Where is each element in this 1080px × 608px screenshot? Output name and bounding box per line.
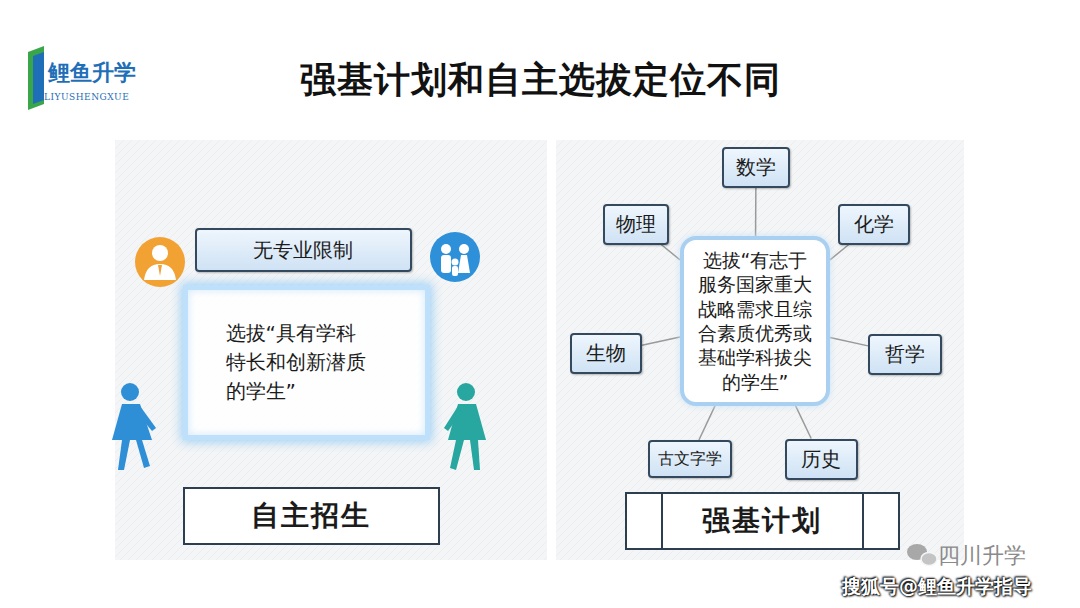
subject-box: 数学 <box>722 147 790 188</box>
connector-line <box>661 245 680 260</box>
right-panel <box>556 140 964 560</box>
family-icon <box>430 232 480 282</box>
slide-title: 强基计划和自主选拔定位不同 <box>0 56 1080 105</box>
node-text: 历史 <box>801 446 841 473</box>
logo-text: 鲤鱼升学 <box>48 58 136 88</box>
node-text: 强基计划 <box>702 502 822 540</box>
wechat-icon <box>907 544 937 566</box>
node-text: 数学 <box>736 154 776 181</box>
connector-line <box>830 338 868 346</box>
subject-box: 古文字学 <box>648 440 732 478</box>
node-text: 选拔“有志于服务国家重大战略需求且综合素质优秀或基础学科拔尖的学生” <box>695 248 815 394</box>
node-text: 选拔“具有学科特长和创新潜质的学生” <box>226 319 372 406</box>
watermark: 搜狐号@鲤鱼升学指导 <box>842 574 1032 600</box>
node-text: 自主招生 <box>251 497 371 535</box>
logo-mark <box>28 46 44 110</box>
subject-box: 化学 <box>838 204 910 245</box>
node-text: 物理 <box>616 211 656 238</box>
node-text: 生物 <box>586 340 626 367</box>
connector-line <box>755 188 757 237</box>
subject-box: 历史 <box>785 439 858 480</box>
subject-box: 物理 <box>603 204 669 245</box>
node-text: 哲学 <box>885 341 925 368</box>
program-box: 强基计划 <box>625 492 900 550</box>
woman-figure <box>444 383 486 470</box>
left-panel <box>115 140 547 560</box>
node-text: 古文字学 <box>658 449 722 470</box>
connector-line <box>699 406 715 440</box>
subject-box: 哲学 <box>868 334 942 375</box>
connector-line <box>830 245 849 260</box>
node-text: 化学 <box>854 211 894 238</box>
description-box: 选拔“有志于服务国家重大战略需求且综合素质优秀或基础学科拔尖的学生” <box>680 236 830 406</box>
subject-box: 生物 <box>570 333 642 374</box>
connector-line <box>642 337 680 345</box>
person-icon <box>135 237 185 287</box>
node-text: 无专业限制 <box>253 237 353 264</box>
header-box: 无专业限制 <box>195 228 412 272</box>
woman-figure <box>112 383 156 470</box>
watermark: 四川升学 <box>938 541 1026 571</box>
connector-line <box>796 406 812 439</box>
logo-subtext: LIYUSHENGXUE <box>44 92 129 102</box>
program-box: 自主招生 <box>183 487 440 545</box>
description-box: 选拔“具有学科特长和创新潜质的学生” <box>183 285 430 440</box>
